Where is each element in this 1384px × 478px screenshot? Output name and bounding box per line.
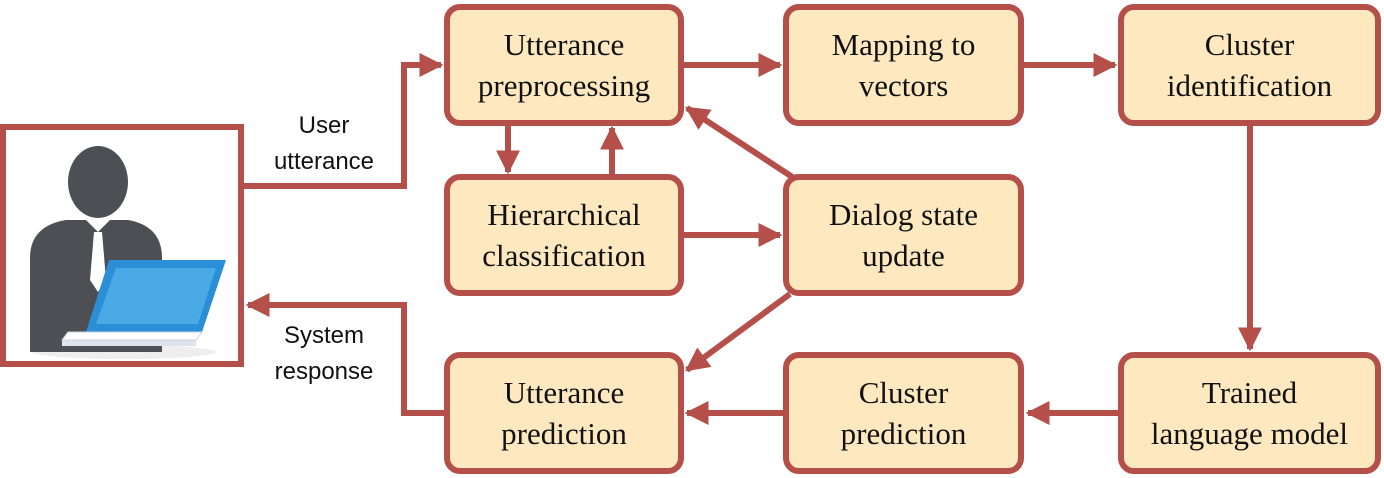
- arrow-user-to-preprocessing: [244, 53, 444, 189]
- edge-label-user-utterance-line2: utterance: [273, 148, 375, 175]
- node-hierarchical-classification-line2: classification: [482, 238, 646, 273]
- node-dialog-state-update-line1: Dialog state: [829, 197, 978, 232]
- node-utterance-prediction: Utterance prediction: [444, 352, 684, 474]
- user-panel: [0, 124, 244, 367]
- edge-label-user-utterance-line1: User: [298, 112, 350, 139]
- node-utterance-preprocessing: Utterance preprocessing: [444, 4, 684, 126]
- node-mapping-to-vectors-line1: Mapping to: [831, 27, 976, 62]
- node-hierarchical-classification-line1: Hierarchical: [487, 197, 641, 232]
- node-hierarchical-classification: Hierarchical classification: [444, 174, 684, 296]
- node-utterance-prediction-line2: prediction: [501, 416, 627, 451]
- arrow-utterance-prediction-to-user: [245, 293, 444, 416]
- node-mapping-to-vectors: Mapping to vectors: [783, 4, 1024, 126]
- edge-label-system-response-line1: System: [283, 322, 364, 349]
- edge-label-system-response-line2: response: [274, 358, 374, 385]
- user-at-laptop-icon: [30, 146, 226, 359]
- node-cluster-identification: Cluster identification: [1118, 4, 1381, 126]
- node-utterance-preprocessing-line2: preprocessing: [477, 68, 651, 103]
- node-cluster-identification-line1: Cluster: [1204, 27, 1295, 62]
- edge-label-system-response: System response: [254, 318, 394, 390]
- node-cluster-prediction-line2: prediction: [840, 416, 967, 451]
- node-utterance-preprocessing-line1: Utterance: [503, 27, 625, 62]
- node-trained-language-model-line2: language model: [1150, 416, 1349, 451]
- node-dialog-state-update: Dialog state update: [783, 174, 1024, 296]
- arrow-dialog-state-to-utterance-prediction: [685, 291, 792, 373]
- arrow-dialog-state-to-preprocessing: [684, 105, 802, 185]
- node-cluster-prediction-line1: Cluster: [858, 375, 949, 410]
- node-cluster-prediction: Cluster prediction: [783, 352, 1024, 474]
- node-cluster-identification-line2: identification: [1166, 68, 1333, 103]
- node-utterance-prediction-line1: Utterance: [503, 375, 625, 410]
- node-dialog-state-update-line2: update: [862, 238, 945, 273]
- edge-label-user-utterance: User utterance: [254, 108, 394, 180]
- node-mapping-to-vectors-line2: vectors: [858, 68, 949, 103]
- node-trained-language-model: Trained language model: [1118, 352, 1381, 474]
- node-trained-language-model-line1: Trained: [1201, 375, 1298, 410]
